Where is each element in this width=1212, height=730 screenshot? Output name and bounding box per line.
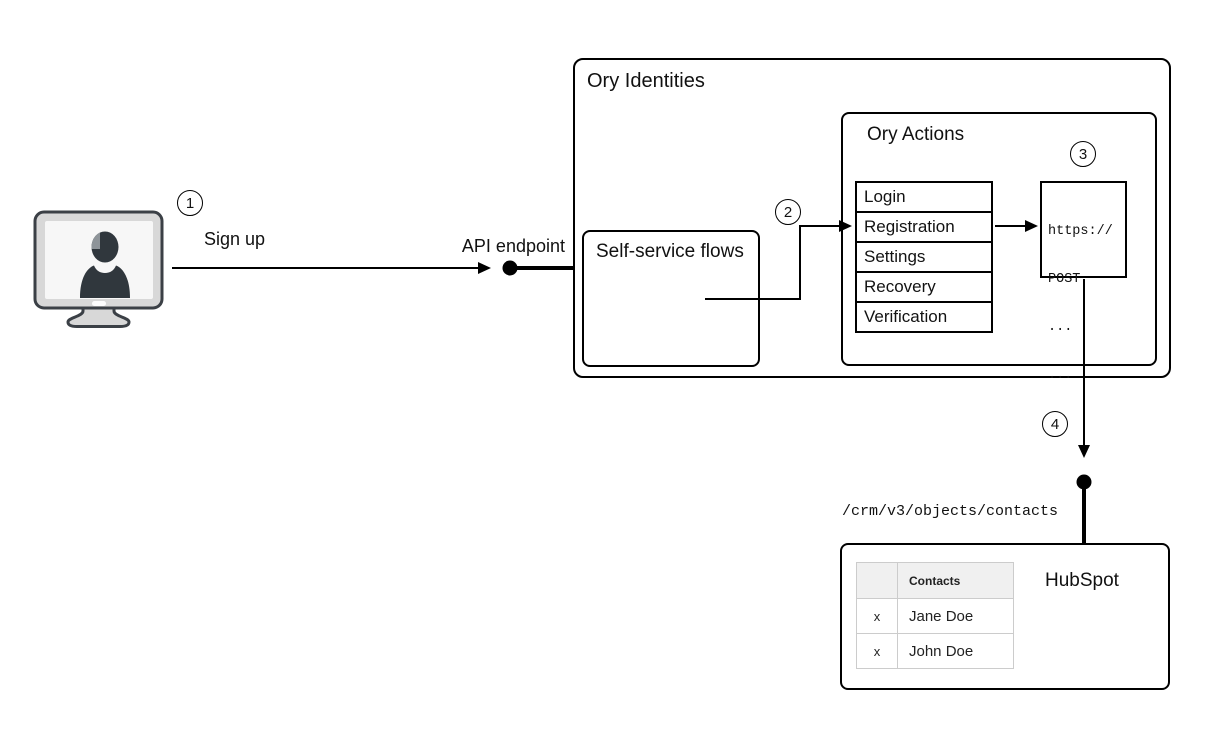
code-line: ... [1048, 368, 1073, 383]
flow-row-login: Login [855, 181, 993, 213]
contacts-header-cell: Contacts [897, 562, 1014, 599]
step-4-badge: 4 [1042, 411, 1068, 437]
code-line: ... [1048, 320, 1073, 335]
webhook-code-box: https:// POST ... ... [1040, 181, 1127, 383]
api-endpoint-dot [502, 260, 518, 276]
contacts-header-row: Contacts [856, 562, 1014, 599]
flow-row-verification: Verification [855, 301, 993, 333]
contacts-corner-cell [856, 562, 898, 599]
hubspot-endpoint-dot [1076, 474, 1092, 490]
contact-row-name: Jane Doe [897, 598, 1014, 634]
ory-actions-title: Ory Actions [867, 124, 965, 145]
signup-arrowhead [478, 262, 491, 274]
contact-row: x Jane Doe [856, 598, 1014, 634]
crm-path-label: /crm/v3/objects/contacts [842, 503, 1059, 520]
flow-list: Login Registration Settings Recovery Ver… [855, 181, 993, 333]
hubspot-title: HubSpot [1045, 570, 1119, 591]
flow-row-settings: Settings [855, 241, 993, 273]
contact-row: x John Doe [856, 633, 1014, 669]
code-line: https:// [1048, 224, 1113, 239]
user-computer-icon [33, 210, 164, 328]
contact-row-mark: x [856, 598, 898, 634]
code-line: POST [1048, 272, 1081, 287]
down-arrowhead [1078, 445, 1090, 458]
step-2-badge: 2 [775, 199, 801, 225]
person-silhouette [80, 231, 130, 298]
contact-row-name: John Doe [897, 633, 1014, 669]
flow-row-recovery: Recovery [855, 271, 993, 303]
contact-row-mark: x [856, 633, 898, 669]
ory-identities-title: Ory Identities [587, 70, 705, 92]
sign-up-label: Sign up [204, 229, 266, 249]
api-endpoint-label: API endpoint [461, 236, 565, 256]
flow-row-registration: Registration [855, 211, 993, 243]
self-service-flows-box: Self-service flows [582, 230, 760, 367]
step-3-badge: 3 [1070, 141, 1096, 167]
step-1-badge: 1 [177, 190, 203, 216]
contacts-table: Contacts x Jane Doe x John Doe [856, 562, 1014, 669]
self-service-flows-title: Self-service flows [596, 241, 744, 262]
